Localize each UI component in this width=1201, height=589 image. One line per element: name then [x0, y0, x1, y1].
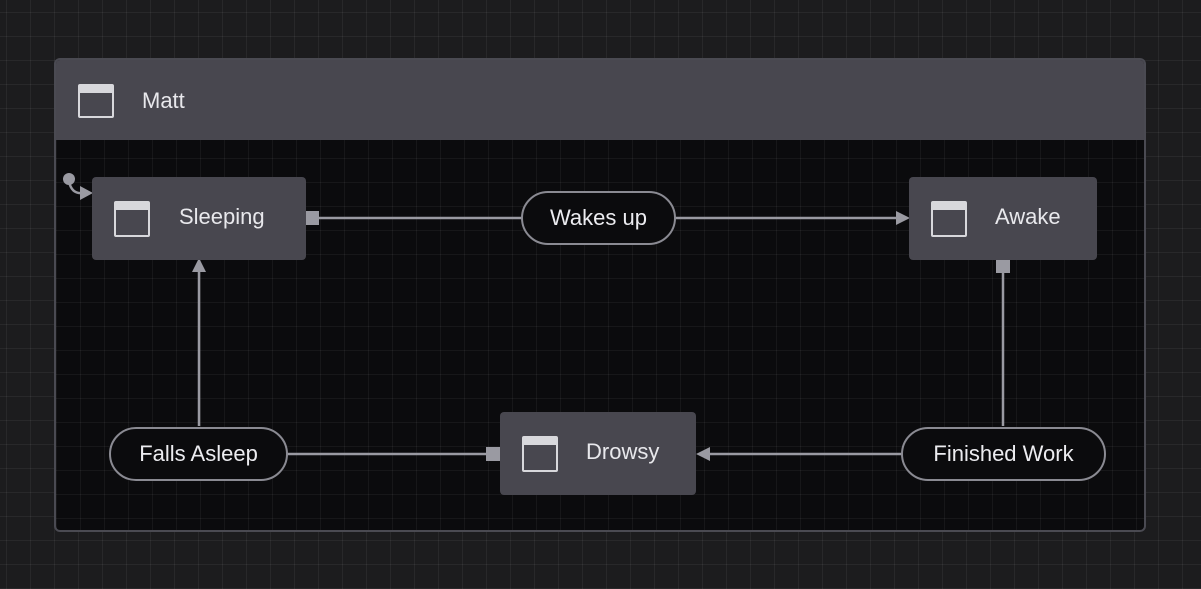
- state-label-drowsy: Drowsy: [586, 439, 660, 464]
- arrowhead-to-sleeping: [192, 258, 206, 272]
- state-drowsy[interactable]: Drowsy: [500, 412, 696, 495]
- event-falls-asleep[interactable]: Falls Asleep: [109, 427, 288, 481]
- edge-source-drowsy: [486, 447, 500, 461]
- event-wakes-up[interactable]: Wakes up: [521, 191, 676, 245]
- state-awake[interactable]: Awake: [909, 177, 1097, 260]
- state-label-awake: Awake: [995, 204, 1061, 229]
- machine-header[interactable]: Matt: [56, 60, 1144, 140]
- edge-source-awake: [996, 259, 1010, 273]
- machine-title: Matt: [142, 88, 185, 113]
- window-icon: [931, 201, 967, 237]
- window-icon: [522, 436, 558, 472]
- state-machine-matt[interactable]: Matt: [54, 58, 1146, 532]
- arrowhead-to-drowsy: [696, 447, 710, 461]
- initial-state-arrowhead: [80, 186, 93, 200]
- edge-source-sleeping: [305, 211, 319, 225]
- window-icon: [78, 84, 114, 118]
- event-finished-work[interactable]: Finished Work: [901, 427, 1106, 481]
- window-icon: [114, 201, 150, 237]
- arrowhead-to-awake: [896, 211, 910, 225]
- state-sleeping[interactable]: Sleeping: [92, 177, 306, 260]
- state-label-sleeping: Sleeping: [179, 204, 265, 229]
- initial-state-dot: [63, 173, 75, 185]
